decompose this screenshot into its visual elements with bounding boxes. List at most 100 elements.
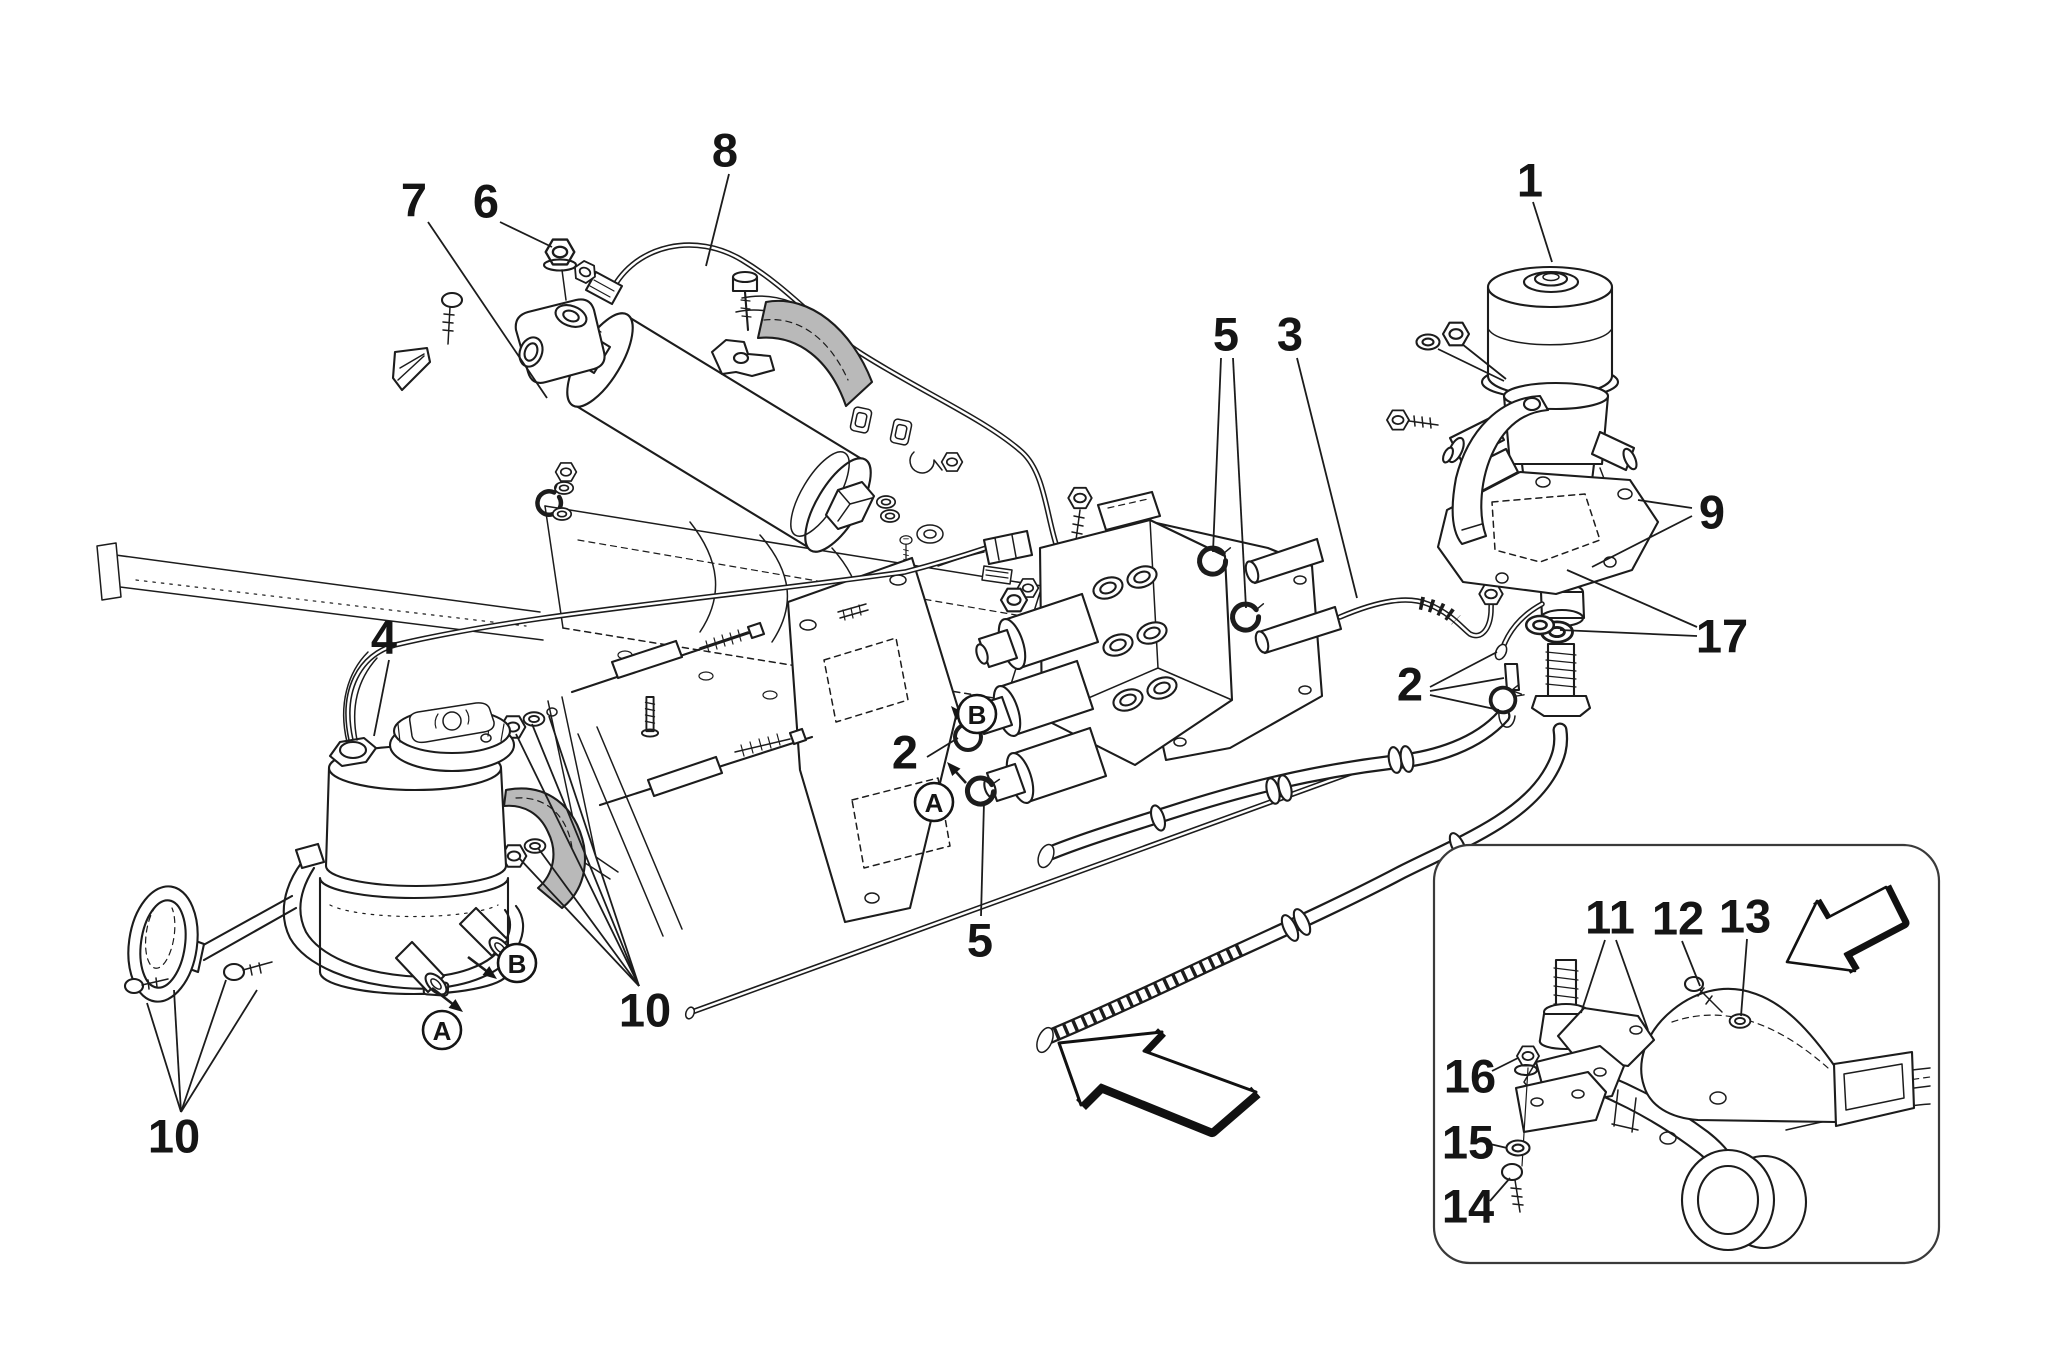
leader-line-8 (705, 173, 730, 267)
callout-1: 1 (1517, 154, 1543, 207)
leader-line-5 (1232, 357, 1247, 609)
letter-B: B (968, 700, 987, 730)
callout-13: 13 (1719, 890, 1771, 943)
level-sensor-cable (345, 545, 989, 743)
pipe-end-fitting (1067, 486, 1093, 541)
hose-clamps (1149, 745, 1468, 942)
letter-A: A (925, 788, 944, 818)
bracket-11 (1514, 1006, 1656, 1134)
leader-line-11 (1615, 939, 1649, 1031)
pump-support-arm (1451, 394, 1550, 546)
pump-bracket-plate (1436, 470, 1660, 596)
leader-line-12 (1681, 940, 1701, 987)
nut-6 (542, 238, 578, 301)
callout-11: 11 (1585, 891, 1635, 944)
leader-line-10 (518, 857, 640, 987)
pump-fasteners (1386, 321, 1507, 431)
callout-2: 2 (1397, 658, 1423, 711)
outlet-stub-a (394, 940, 448, 996)
leader-line-10 (537, 847, 640, 987)
sensor-port (328, 651, 378, 768)
frame-clips-hardware (533, 406, 1040, 598)
leader-line-9 (1637, 499, 1693, 509)
leader-line-9 (1591, 515, 1693, 568)
callout-8: 8 (712, 124, 738, 177)
leader-line-4 (373, 659, 390, 737)
mounting-panel (786, 556, 960, 924)
hoses (1036, 708, 1569, 1054)
callout-10: 10 (619, 984, 671, 1037)
accumulator-assembly (391, 238, 1093, 553)
leader-line-10 (531, 723, 640, 987)
callout-14: 14 (1442, 1180, 1494, 1233)
leader-line-14 (1489, 1177, 1511, 1202)
flag-bracket (391, 291, 464, 392)
leader-line-2 (1429, 677, 1505, 692)
leader-line-2 (1429, 694, 1500, 711)
leader-line-5 (980, 801, 985, 917)
arrowhead-icon (482, 966, 497, 979)
leader-line-3 (1296, 357, 1358, 599)
bracket-screws (123, 961, 273, 995)
callout-4: 4 (371, 611, 397, 664)
leader-line-5 (1212, 357, 1222, 553)
leader-line-16 (1491, 1057, 1519, 1072)
chassis-subframe (96, 406, 1043, 937)
saddle-screw (731, 270, 759, 332)
leader-line-10 (173, 989, 182, 1113)
valve-rollers (1092, 565, 1178, 712)
letter-circle-A (913, 781, 955, 823)
leader-line-13 (1740, 938, 1748, 1017)
callout-17: 17 (1696, 610, 1748, 663)
leader-line-10 (146, 1002, 182, 1113)
leader-line-10 (548, 715, 640, 987)
callout-5: 5 (1213, 308, 1239, 361)
callout-12: 12 (1652, 892, 1704, 945)
reservoir-tank (324, 766, 508, 888)
callout-5: 5 (967, 914, 993, 967)
letter-circle-A (421, 1009, 463, 1051)
leader-line-6 (499, 221, 553, 248)
pipe-3 (1337, 553, 1504, 639)
callout-6: 6 (473, 175, 499, 228)
leader-line-10 (180, 989, 258, 1113)
arrowhead-icon (448, 999, 463, 1012)
electrical-connector (937, 529, 1034, 567)
letter-circle-B (956, 693, 998, 735)
pump-assembly (1386, 265, 1660, 636)
direction-arrow-B (467, 955, 490, 974)
leader-line-2 (926, 737, 959, 758)
leader-line-17 (1566, 569, 1698, 628)
leader-line-17 (1559, 629, 1698, 637)
callout-7: 7 (401, 174, 427, 227)
callout-2: 2 (892, 726, 918, 779)
outlet-tubes (1244, 537, 1343, 655)
main-direction-arrow (1057, 1028, 1261, 1137)
callout-3: 3 (1277, 308, 1303, 361)
leader-line-2 (1429, 651, 1498, 688)
banjo-fitting-17 (1485, 545, 1595, 728)
direction-arrow-A (431, 986, 456, 1007)
callout-16: 16 (1444, 1050, 1496, 1103)
leader-line-11 (1580, 939, 1606, 1014)
letter-A: A (433, 1016, 452, 1046)
air-duct (1640, 987, 1916, 1128)
letter-circle-B (496, 942, 538, 984)
inset-direction-arrow (1785, 884, 1910, 974)
threaded-rods (570, 621, 814, 807)
letter-B: B (508, 949, 527, 979)
leader-line-10 (180, 979, 227, 1113)
arrowhead-icon (947, 762, 961, 777)
callout-9: 9 (1699, 486, 1725, 539)
inset-detail-box (1432, 843, 1941, 1265)
valve-block (937, 490, 1343, 805)
callout-10: 10 (148, 1110, 200, 1163)
leader-line-7 (427, 221, 548, 399)
reservoir-assembly (123, 651, 586, 1003)
leader-line-1 (1532, 201, 1553, 263)
reservoir-cap (388, 702, 516, 773)
retaining-strap (756, 299, 874, 408)
